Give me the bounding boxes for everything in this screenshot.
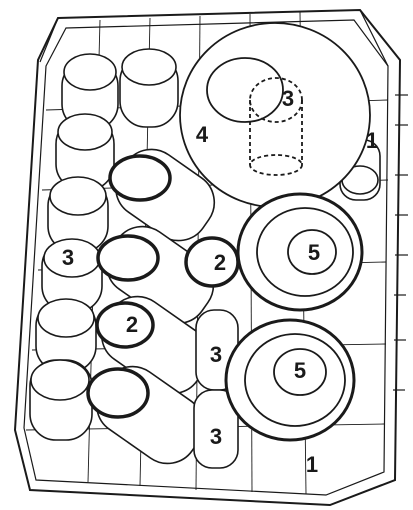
label-bowl-lower: 5 [294,358,306,383]
label-top-center: 3 [282,86,294,111]
label-center-middle: 3 [210,342,222,367]
label-center-lower: 3 [210,424,222,449]
bowl-upper [238,194,362,310]
label-left-lower: 2 [126,312,138,337]
bowl-lower [226,320,354,440]
label-left-middle: 3 [62,245,74,270]
label-small-lid: 2 [214,250,226,275]
label-right-upper: 1 [366,128,378,153]
label-large-plate: 4 [196,122,209,147]
rack-tines [393,95,408,390]
label-bowl-upper: 5 [308,240,320,265]
large-plate [180,23,370,207]
label-bottom-right: 1 [306,452,318,477]
